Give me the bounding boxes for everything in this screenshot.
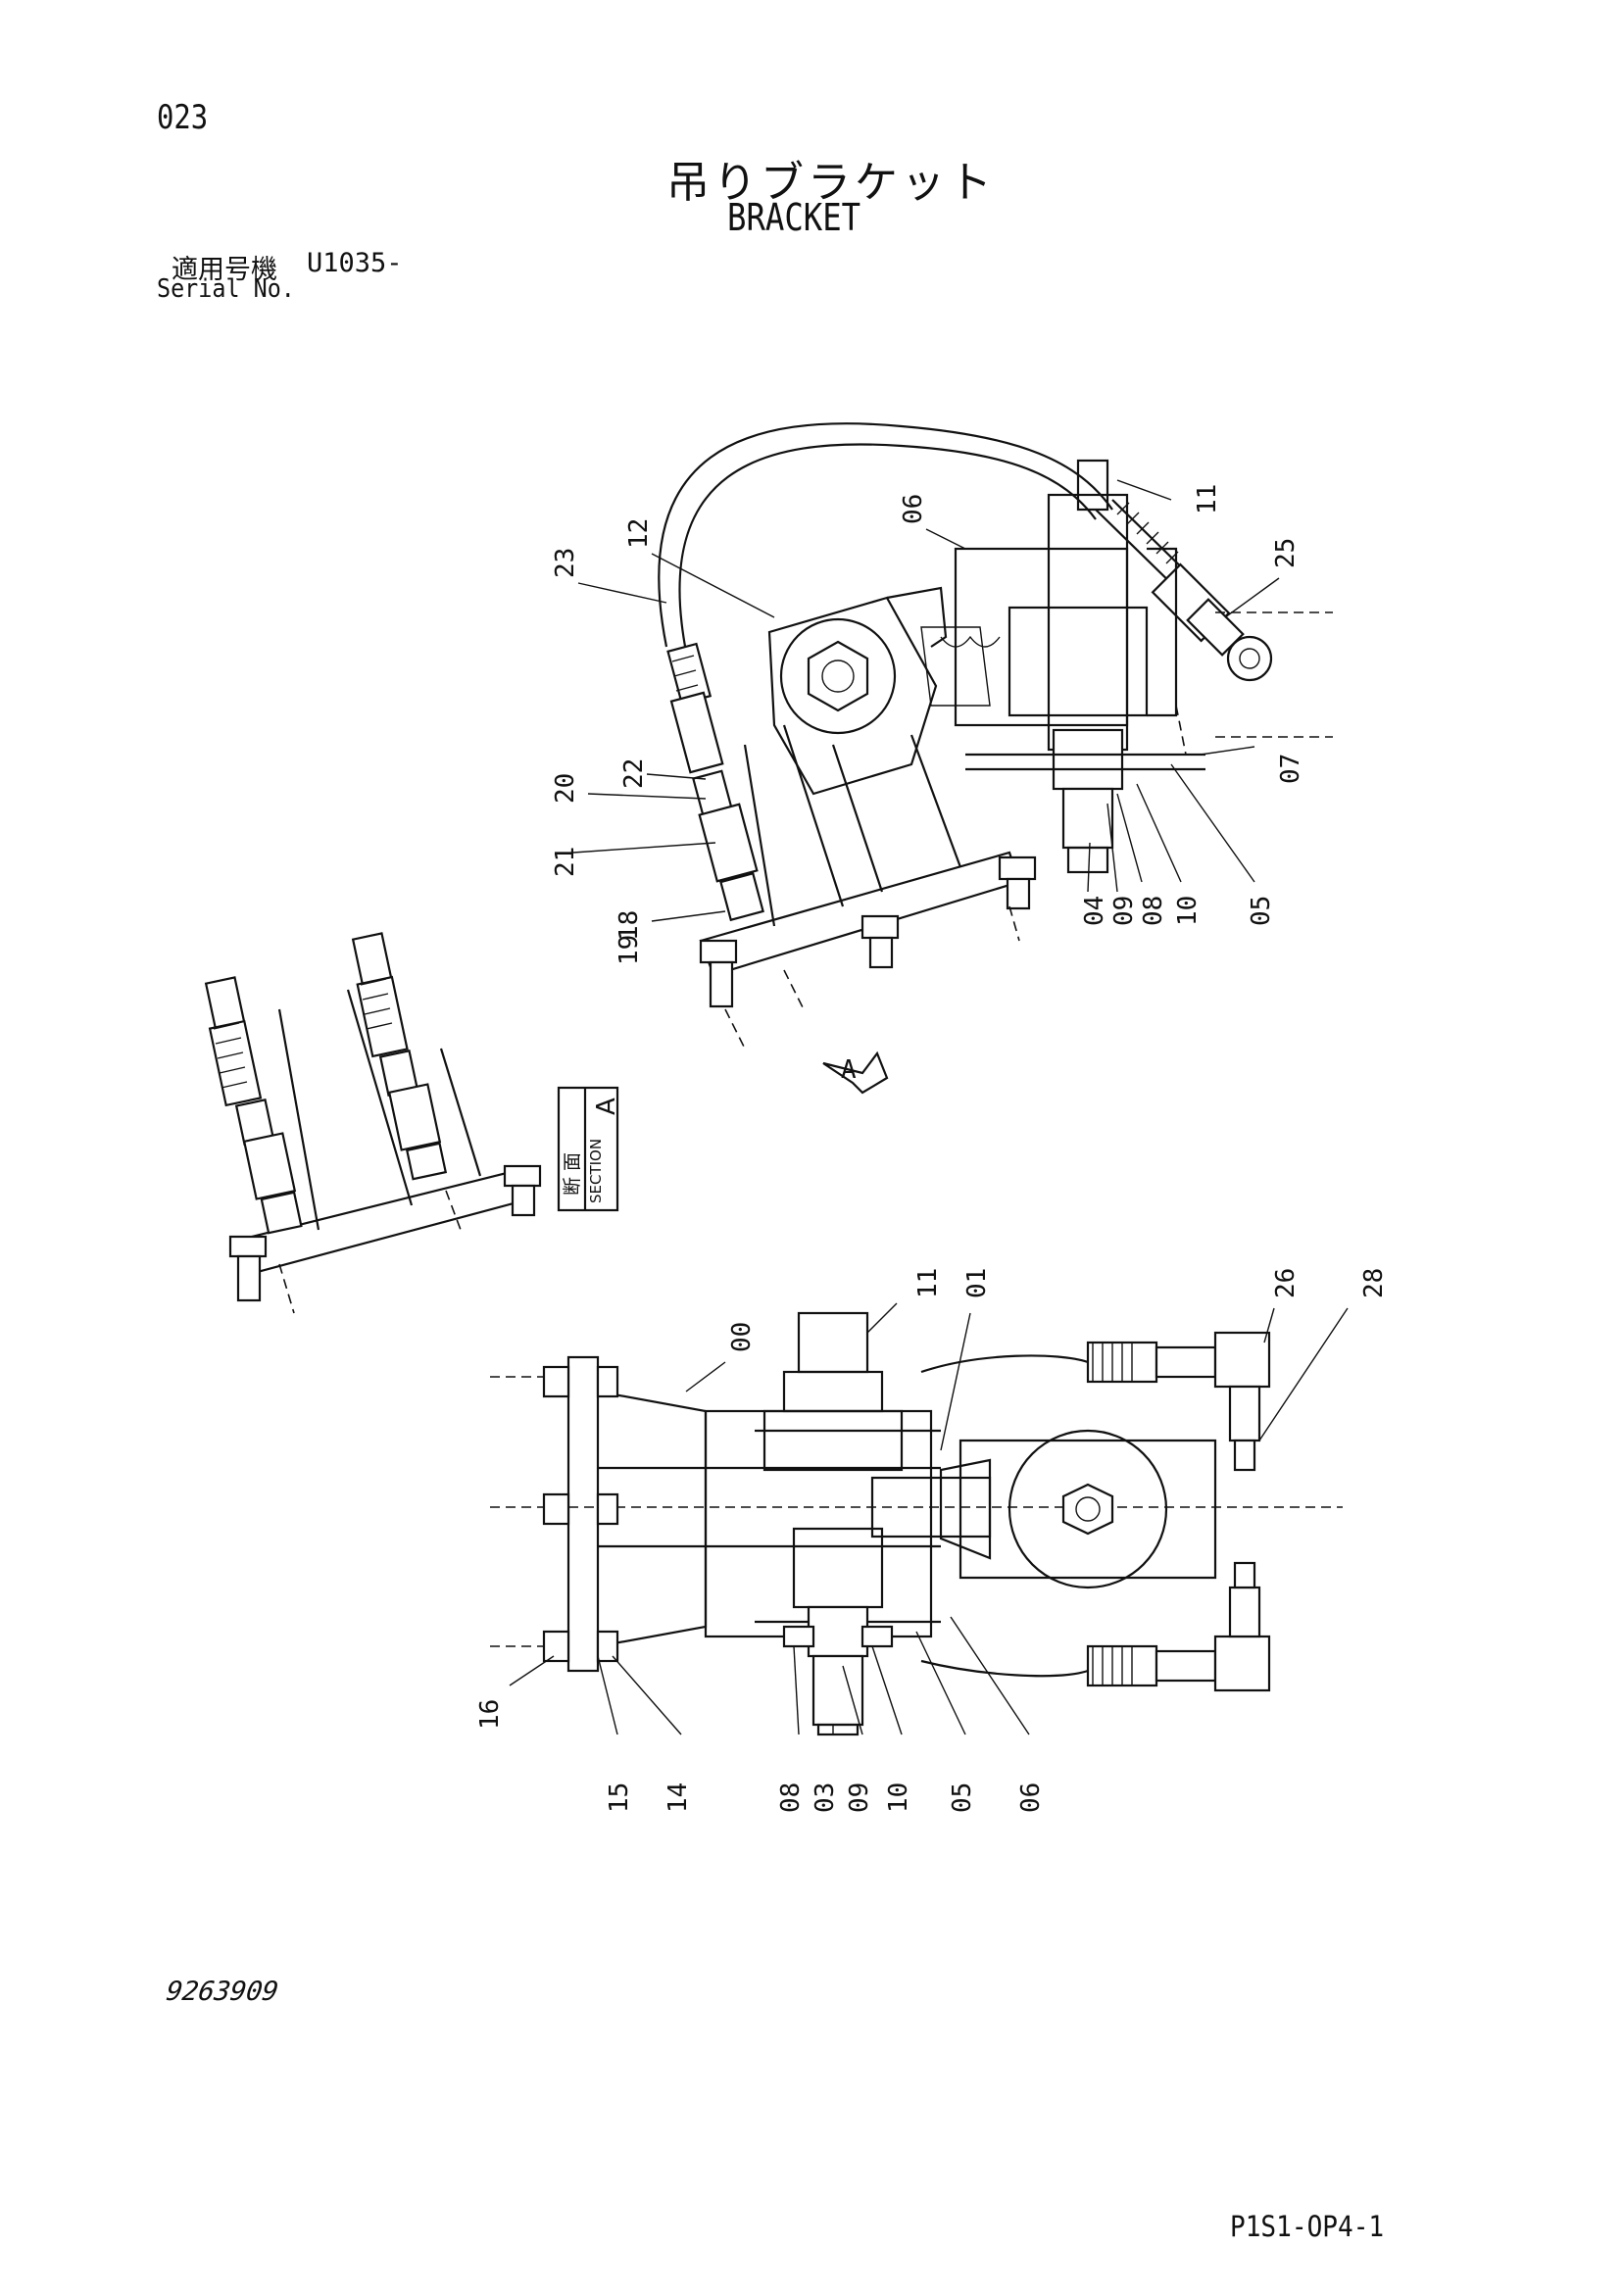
callout-label: 11: [1193, 484, 1222, 514]
callout-leaders: [509, 479, 1349, 1735]
callout-label: 00: [727, 1322, 757, 1352]
callout-label: 07: [1276, 754, 1305, 784]
callout-label: 26: [1271, 1268, 1301, 1298]
callout-label: 03: [811, 1783, 840, 1813]
callout-label: 11: [913, 1268, 943, 1298]
callout-label: 20: [551, 773, 580, 804]
top-view-callout-labels: 23 12 06 11 25 22 20 21 18 19 07 04 09 0…: [551, 484, 1305, 965]
page-title-english: BRACKET: [727, 196, 861, 239]
callout-label: 04: [1080, 896, 1109, 926]
callout-label: 14: [664, 1783, 693, 1813]
callout-label: 06: [1016, 1783, 1046, 1813]
callout-label: 21: [551, 847, 580, 877]
callout-label: 08: [1139, 896, 1168, 926]
view-arrow-letter: A: [841, 1055, 857, 1085]
callout-label: 05: [1247, 896, 1276, 926]
page-number: 023: [157, 98, 209, 137]
callout-label: 09: [1109, 896, 1139, 926]
callout-label: 19: [614, 935, 644, 965]
section-a-drawing: [204, 932, 542, 1314]
callout-label: 05: [948, 1783, 977, 1813]
section-label-japanese: 断 面: [562, 1152, 583, 1196]
top-view-drawing: [658, 422, 1333, 1050]
callout-label: 01: [962, 1268, 992, 1298]
sheet-code: P1S1-OP4-1: [1230, 2210, 1385, 2243]
callout-label: 10: [884, 1783, 913, 1813]
section-letter: A: [592, 1098, 621, 1115]
view-arrow-a: A: [822, 1050, 889, 1095]
callout-label: 10: [1173, 896, 1203, 926]
serial-label-english: Serial No.: [157, 274, 295, 304]
section-a-label-box: 断 面 SECTION A: [557, 1086, 621, 1212]
bottom-view-drawing: [490, 1311, 1343, 1736]
callout-label: 25: [1271, 538, 1301, 568]
callout-label: 23: [551, 548, 580, 578]
section-label-english: SECTION: [587, 1139, 605, 1203]
serial-number-value: U1035-: [307, 248, 403, 278]
callout-label: 09: [845, 1783, 874, 1813]
callout-label: 15: [605, 1783, 634, 1813]
callout-label: 06: [899, 494, 928, 524]
callout-label: 18: [614, 910, 644, 941]
callout-label: 22: [619, 758, 649, 789]
callout-label: 12: [624, 518, 654, 549]
serial-label-japanese: 適用号機: [172, 255, 277, 285]
page-title-japanese: 吊りブラケット: [666, 158, 996, 208]
drawing-number: 9263909: [164, 1977, 280, 2007]
callout-label: 28: [1359, 1268, 1389, 1298]
bottom-view-callout-labels: 11 01 00 26 28 16 15 14 08 03 09 10 05 0…: [475, 1268, 1389, 1813]
callout-label: 08: [776, 1783, 806, 1813]
callout-label: 16: [475, 1699, 505, 1730]
